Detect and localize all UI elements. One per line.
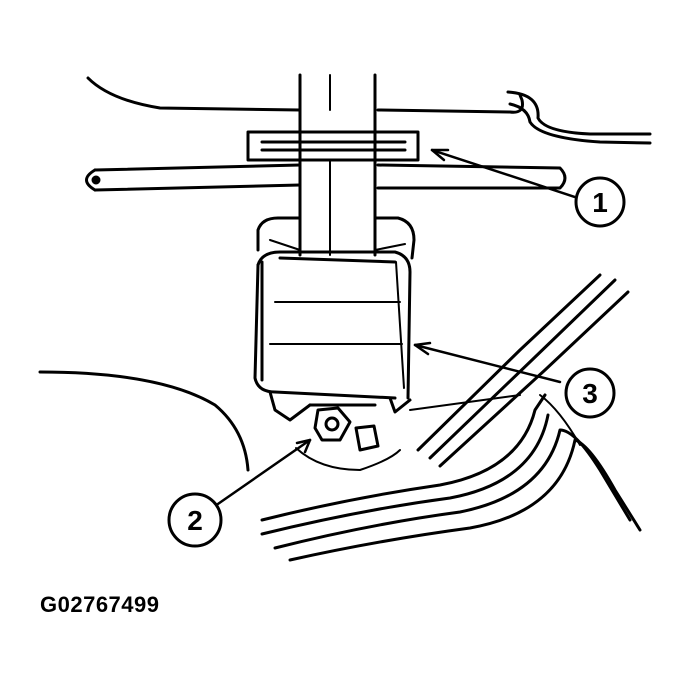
- callout-2: 2: [167, 492, 223, 548]
- mounting-clip: [246, 130, 420, 162]
- callout-3: 3: [564, 367, 616, 419]
- callout-3-label: 3: [582, 378, 598, 409]
- lower-panel-outline: [38, 273, 642, 562]
- vertical-post: [298, 73, 377, 257]
- callout-1-label: 1: [592, 187, 608, 218]
- callout-2-label: 2: [187, 505, 203, 536]
- control-module: [253, 250, 412, 422]
- upper-panel-outline: [86, 76, 652, 145]
- callout-1: 1: [574, 176, 626, 228]
- module-bracket: [256, 216, 416, 260]
- figure-id: G02767499: [40, 592, 160, 617]
- leader-lines: [213, 148, 577, 508]
- bracket-rod: [85, 163, 567, 192]
- fastener-nut: [313, 406, 380, 452]
